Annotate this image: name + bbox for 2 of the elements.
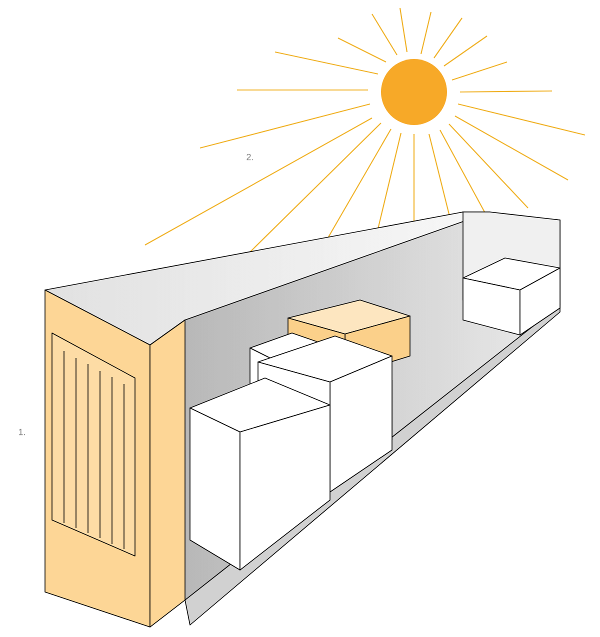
- callout-number: 2.: [246, 154, 253, 160]
- callout-number: 1.: [18, 428, 25, 436]
